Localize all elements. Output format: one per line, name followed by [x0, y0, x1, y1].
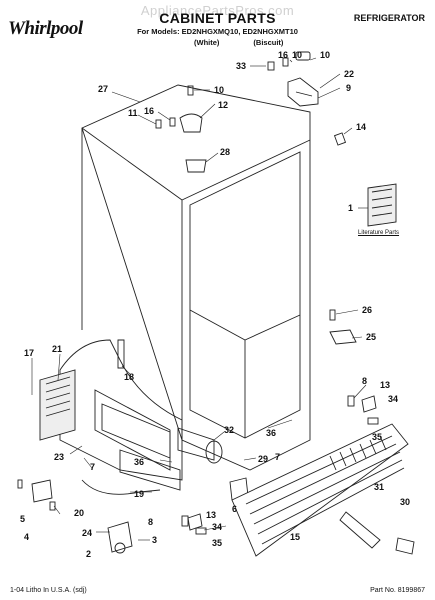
- part-14: [333, 132, 347, 146]
- base-pan: [39, 339, 183, 481]
- callout-6: 6: [232, 504, 237, 514]
- callout-21: 21: [52, 344, 62, 354]
- left-caster-parts: [17, 479, 56, 511]
- footer-part-no: Part No. 8199867: [370, 587, 425, 594]
- front-roller: [107, 521, 133, 554]
- callout-28: 28: [220, 147, 230, 157]
- callout-13-right: 13: [380, 380, 390, 390]
- callout-7-right: 7: [275, 452, 280, 462]
- callout-29: 29: [258, 454, 268, 464]
- models-line: For Models: ED2NHGXMQ10, ED2NHGXMT10: [137, 27, 298, 36]
- leader-lines: [31, 57, 368, 541]
- condenser-fan-motor: [101, 403, 223, 491]
- callout-16-top: 16: [278, 50, 288, 60]
- callout-13-bottom: 13: [206, 510, 216, 520]
- toe-grille: [231, 423, 409, 557]
- callout-11: 11: [128, 108, 138, 118]
- callout-23: 23: [54, 452, 64, 462]
- callout-35-right: 35: [372, 432, 382, 442]
- color-line: (White) (Biscuit): [194, 38, 317, 47]
- callout-9: 9: [346, 83, 351, 93]
- callout-4: 4: [24, 532, 29, 542]
- callout-24: 24: [82, 528, 92, 538]
- callout-5: 5: [20, 514, 25, 524]
- watermark: AppliancePartsPros.com: [140, 3, 295, 18]
- right-leveler-parts: [181, 395, 379, 535]
- callout-33: 33: [236, 61, 246, 71]
- brand-logo: Whirlpool: [8, 18, 83, 39]
- callout-20: 20: [74, 508, 84, 518]
- part-31-tube: [339, 511, 415, 555]
- page-title: CABINET PARTS: [159, 10, 276, 26]
- callout-18: 18: [124, 372, 134, 382]
- callout-30: 30: [400, 497, 410, 507]
- callout-36-right: 36: [266, 428, 276, 438]
- callout-32: 32: [224, 425, 234, 435]
- callout-1: 1: [348, 203, 353, 213]
- callout-10-mid: 10: [214, 85, 224, 95]
- callout-36-left: 36: [134, 457, 144, 467]
- category-label: REFRIGERATOR: [353, 13, 425, 23]
- callout-8-right: 8: [362, 376, 367, 386]
- callout-17: 17: [24, 348, 34, 358]
- callout-7-left: 7: [90, 462, 95, 472]
- color-biscuit: (Biscuit): [253, 38, 284, 47]
- callout-10-right: 10: [320, 50, 330, 60]
- callout-22: 22: [344, 69, 354, 79]
- callout-12: 12: [218, 100, 228, 110]
- cabinet-shell: [81, 84, 311, 471]
- literature-parts-label: Literature Parts: [358, 230, 400, 236]
- footer-litho: 1-04 Litho In U.S.A. (sdj): [10, 587, 87, 594]
- callout-26: 26: [362, 305, 372, 315]
- callout-31: 31: [374, 482, 384, 492]
- top-hinge: [267, 51, 319, 107]
- callout-8-bottom: 8: [148, 517, 153, 527]
- part-25-26: [329, 309, 357, 345]
- hinge-screws: [155, 85, 207, 173]
- callout-34-bottom: 34: [212, 522, 222, 532]
- literature-book: [367, 183, 397, 227]
- callout-15: 15: [290, 532, 300, 542]
- callout-2: 2: [86, 549, 91, 559]
- callout-34-right: 34: [388, 394, 398, 404]
- callout-3: 3: [152, 535, 157, 545]
- callout-27: 27: [98, 84, 108, 94]
- callout-16-mid: 16: [144, 106, 154, 116]
- callout-19: 19: [134, 489, 144, 499]
- part-18: [117, 339, 125, 369]
- callout-35-bottom: 35: [212, 538, 222, 548]
- color-white: (White): [194, 38, 220, 47]
- callout-14: 14: [356, 122, 366, 132]
- callout-25: 25: [366, 332, 376, 342]
- callout-10-top: 10: [292, 50, 302, 60]
